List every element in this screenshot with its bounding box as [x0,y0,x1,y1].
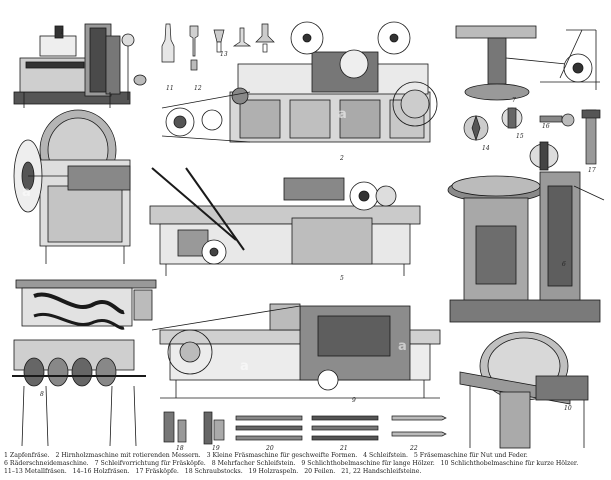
caption-item: 10 Schlichthobelmaschine für kurze Hölze… [440,460,579,468]
watermark-1: a [368,3,377,18]
figure-number-21: 21 [339,445,348,452]
figure-number-20: 20 [265,445,274,452]
caption-item: 18 Schraubstocks. [184,468,243,476]
figure-end-grain-machine [161,21,438,143]
caption-item: 11–13 Metallfräsen. [4,468,67,476]
caption-item: 2 Hirnholzmaschine mit rotierenden Messe… [55,452,201,459]
watermark-4: a [398,339,407,354]
figure-gear-cutting-machine [447,141,605,323]
figure-grindstone [13,109,131,264]
caption-item: 6 Räderschneidemaschine. [4,460,89,468]
plate-caption: 1 Zapfenfräse. 2 Hirnholzmaschine mit ro… [4,452,607,478]
figure-number-7: 7 [512,97,516,104]
caption-item: 17 Fräsköpfe. [135,468,179,476]
figure-number-12: 12 [194,85,202,92]
figure-grinding-device [455,25,600,101]
figure-number-15: 15 [516,133,524,140]
figure-number-9: 9 [352,397,356,404]
caption-item: 1 Zapfenfräse. [4,452,50,459]
figure-number-16: 16 [542,123,550,130]
figure-short-surface-planer [459,331,589,449]
figure-cutter-heads [463,107,601,165]
caption-item: 4 Schleifstein. [363,452,408,459]
figure-hand-tools [163,411,447,445]
figure-tenon-milling-machine [13,23,147,108]
figure-long-surface-planer [151,303,441,399]
figure-number-13: 13 [220,51,228,58]
watermark-2: a [338,107,347,122]
caption-item: 9 Schlichthobelmaschine für lange Hölzer… [301,460,435,468]
figure-number-22: 22 [409,445,418,452]
figure-tongue-groove-machine [149,167,421,276]
figure-number-2: 2 [339,155,344,162]
watermark-3: a [22,185,31,200]
caption-item: 7 Schleifvorrichtung für Fräsköpfe. [94,460,206,468]
caption-item: 8 Mehrfacher Schleifstein. [211,460,296,468]
figure-multiple-grindstone [12,279,157,447]
figure-number-19: 19 [212,445,220,452]
caption-item: 19 Holzraspeln. [248,468,299,476]
figure-number-17: 17 [588,167,596,174]
caption-item: 5 Fräsemaschine für Nut und Feder. [413,452,528,459]
figure-number-11: 11 [166,85,174,92]
figure-number-1: 1 [60,29,64,36]
figure-number-10: 10 [564,405,572,412]
figure-number-8: 8 [40,391,44,398]
caption-item: 20 Feilen. [304,468,336,476]
figure-number-14: 14 [482,145,490,152]
caption-item: 21, 22 Handschleifsteine. [341,468,422,476]
caption-item: 3 Kleine Fräsmaschine für geschweifte Fo… [206,452,358,459]
figure-number-5: 5 [340,275,344,282]
watermark-5: a [240,359,249,374]
figure-milling-cutters [161,23,275,71]
figure-number-6: 6 [562,261,566,268]
caption-item: 14–16 Holzfräsen. [72,468,130,476]
figure-number-18: 18 [176,445,184,452]
